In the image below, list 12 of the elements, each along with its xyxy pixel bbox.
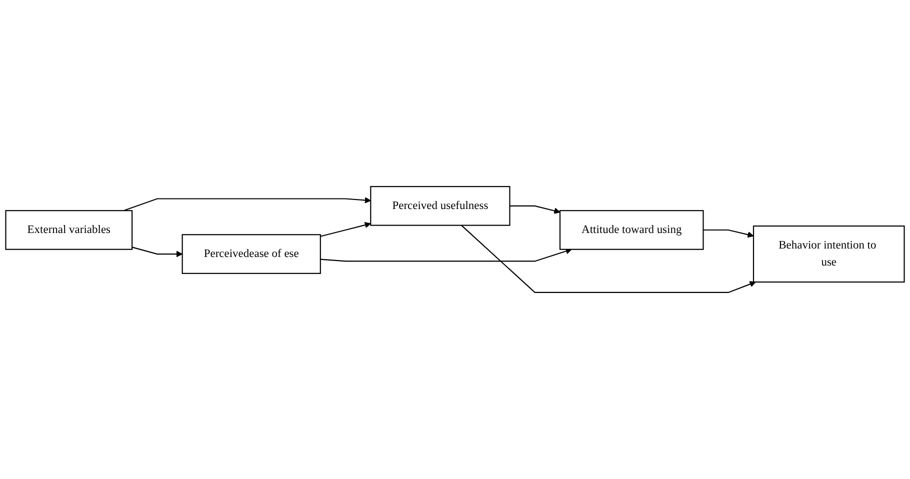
arrow [510,205,560,214]
arrow [461,224,756,293]
arrow [320,248,572,262]
arrow [320,222,371,237]
node-box: Perceived usefulness [370,186,510,226]
node-box: Behavior intention to use [752,226,905,283]
arrow [124,197,371,212]
node-box: Attitude toward using [559,210,704,250]
node-box: External variables [5,210,133,250]
arrow [703,229,754,238]
node-box: Perceivedease of ese [182,234,321,274]
arrow [132,246,183,258]
